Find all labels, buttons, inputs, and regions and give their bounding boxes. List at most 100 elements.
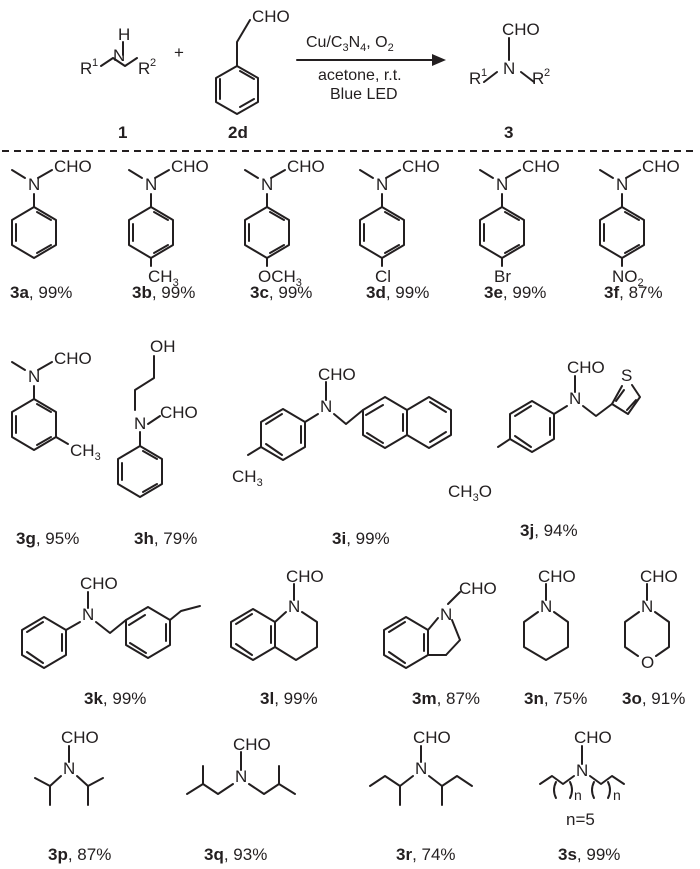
product-number: 3 [504,123,513,142]
svg-text:N: N [641,597,653,616]
compound-3p-caption: 3p, 87% [48,845,111,864]
compound-3l-caption: 3l, 99% [260,689,318,708]
svg-text:CHO: CHO [54,349,92,368]
compound-3b-caption: 3b, 99% [132,283,195,302]
compound-3l-structure: N CHO [230,567,324,661]
product-r2-label: R [532,69,544,88]
svg-text:CHO: CHO [160,403,198,422]
compound-3r-caption: 3r, 74% [396,845,456,864]
compound-3o-caption: 3o, 91% [622,689,685,708]
svg-text:CHO: CHO [459,579,497,598]
compound-3m-caption: 3m, 87% [412,689,480,708]
catalyst-sub2: 4 [360,42,366,54]
svg-text:CH3O: CH3O [448,482,492,504]
amine-r2-sup: 2 [150,57,156,69]
amine-h-label: H [118,25,130,44]
compound-3r-structure: N CHO [369,728,473,806]
compound-3p-structure: N CHO [34,728,104,806]
reaction-arrowhead [432,54,446,66]
svg-text:N: N [540,597,552,616]
amine-r1-label: R [80,59,92,78]
compound-3k-structure: N CHO [21,574,201,669]
svg-text:N: N [261,175,273,194]
svg-text:N: N [28,175,40,194]
svg-text:N: N [616,175,628,194]
compound-3a-caption: 3a, 99% [10,283,72,302]
svg-text:N: N [576,761,588,780]
svg-text:CHO: CHO [286,567,324,586]
svg-text:Cu/C3N4, O2: Cu/C3N4, O2 [306,34,394,54]
svg-text:Cl: Cl [375,267,391,286]
compound-3e-caption: 3e, 99% [484,283,546,302]
svg-text:N: N [28,367,40,386]
svg-text:CHO: CHO [640,567,678,586]
svg-text:N: N [288,597,300,616]
compound-3h-structure: OH N CHO [117,337,198,498]
compound-3a-structure: N CHO [11,157,92,259]
compound-3g-caption: 3g, 95% [16,529,79,548]
compound-3g-structure: N CHO CH3 [11,349,101,463]
svg-text:Br: Br [494,267,511,286]
svg-text:CH3: CH3 [70,441,101,463]
svg-text:CHO: CHO [538,567,576,586]
compound-3s-structure: N CHO n n n=5 [539,728,625,829]
compound-3h-caption: 3h, 79% [134,529,197,548]
compound-3c-caption: 3c, 99% [250,283,312,302]
svg-text:CHO: CHO [413,728,451,747]
compound-3j-caption: 3j, 94% [520,521,578,540]
compound-3d-caption: 3d, 99% [366,283,429,302]
compound-3d-structure: N CHO Cl [359,157,440,286]
svg-text:NO2: NO2 [612,267,644,289]
svg-text:N: N [82,605,94,624]
reactant-amine: H N R 1 R 2 [80,25,156,78]
svg-text:CHO: CHO [574,728,612,747]
svg-text:N: N [145,175,157,194]
phenylacetaldehyde-cho-label: CHO [252,7,290,26]
catalyst-sub3: 2 [388,42,394,54]
compound-3i-structure: N CHO CH3 [232,365,452,489]
plus-sign: + [174,43,184,62]
product-n-label: N [503,59,515,78]
amine-n-label: N [113,46,125,65]
compound-3k-caption: 3k, 99% [84,689,146,708]
svg-text:N: N [134,414,146,433]
svg-text:CHO: CHO [642,157,680,176]
reactant2-number: 2d [228,123,248,142]
product-cho-label: CHO [502,20,540,39]
reaction-conditions: Cu/C3N4, O2 acetone, r.t. Blue LED [296,34,446,103]
product-r1-label: R [469,69,481,88]
svg-text:N: N [320,397,332,416]
svg-text:CHO: CHO [61,728,99,747]
compound-3f-caption: 3f, 87% [604,283,663,302]
conditions-line2: acetone, r.t. [318,67,402,84]
catalyst-prefix: Cu/C [306,34,342,51]
compound-3f-structure: N CHO NO2 [599,157,680,289]
compound-3e-structure: N CHO Br [479,157,560,286]
svg-text:n: n [613,787,621,803]
compound-3o-structure: N CHO O [624,567,678,672]
product-r1-sup: 1 [481,67,487,79]
svg-text:CHO: CHO [287,157,325,176]
svg-text:CHO: CHO [522,157,560,176]
svg-text:N: N [415,759,427,778]
svg-text:N: N [440,605,452,624]
svg-text:CHO: CHO [171,157,209,176]
svg-text:CHO: CHO [233,735,271,754]
product-r2-sup: 2 [544,67,550,79]
svg-text:n: n [574,787,582,803]
svg-text:N: N [496,175,508,194]
svg-text:CHO: CHO [402,157,440,176]
svg-text:CHO: CHO [80,574,118,593]
compound-3n-caption: 3n, 75% [524,689,587,708]
compound-3s-caption: 3s, 99% [558,845,620,864]
compound-3j-structure: N CHO S CH3O [448,358,641,504]
catalyst-suffix: , O [366,34,387,51]
compound-3q-structure: N CHO [186,735,296,795]
catalyst-mid: N [349,34,361,51]
compound-3m-structure: N CHO [383,579,497,669]
svg-text:O: O [641,653,654,672]
svg-text:S: S [621,366,632,385]
svg-text:CH3: CH3 [232,467,263,489]
svg-text:OH: OH [150,337,176,356]
